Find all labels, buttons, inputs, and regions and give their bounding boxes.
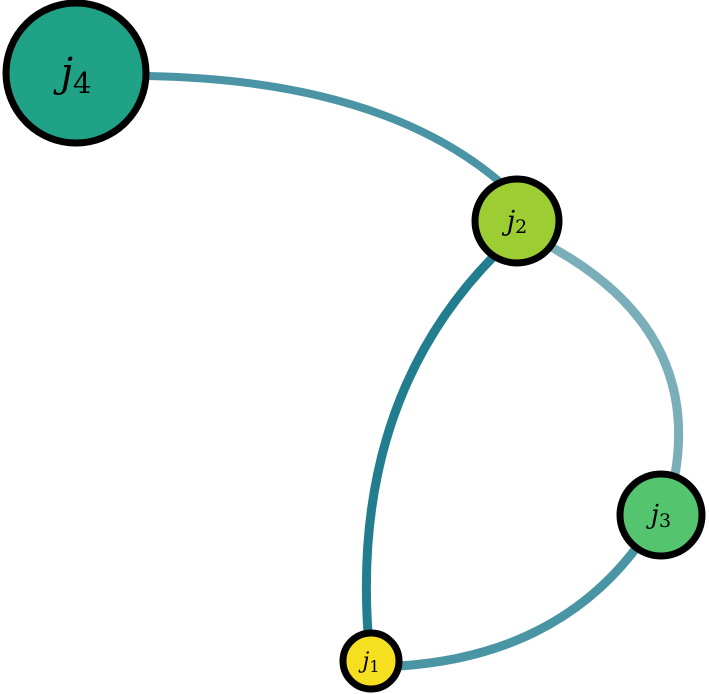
node-j4[interactable]: j4 bbox=[2, 0, 150, 147]
edge-j4-j2[interactable] bbox=[143, 72, 504, 186]
node-j3[interactable]: j3 bbox=[616, 470, 706, 560]
edge-layer bbox=[143, 72, 684, 671]
node-j1-circle[interactable] bbox=[339, 629, 403, 693]
node-j1[interactable]: j1 bbox=[339, 629, 403, 693]
node-j2[interactable]: j2 bbox=[471, 175, 563, 267]
node-j3-circle[interactable] bbox=[616, 470, 706, 560]
edge-j2-j1[interactable] bbox=[361, 250, 500, 638]
node-j2-circle[interactable] bbox=[471, 175, 563, 267]
edge-j1-j3[interactable] bbox=[394, 542, 642, 671]
node-j4-circle[interactable] bbox=[2, 0, 150, 147]
edge-j2-j3[interactable] bbox=[548, 243, 684, 480]
